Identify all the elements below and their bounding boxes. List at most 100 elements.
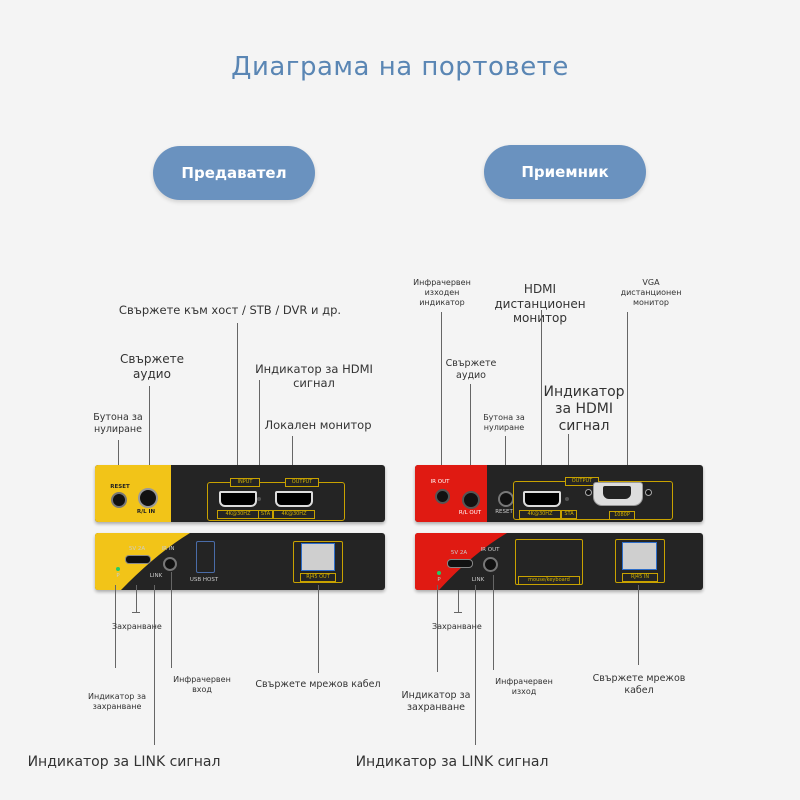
rx-hdmi-remote-label: HDMI дистанционен монитор [494, 282, 586, 326]
tx-rj45-port[interactable] [301, 543, 335, 571]
tx-hdmi-signal-label: Индикатор за HDMI сигнал [255, 362, 373, 391]
tx-hdmi-signal-leader [259, 380, 260, 490]
rx-ir-output-leader [441, 312, 442, 477]
tx-usb-host-text: USB HOST [189, 577, 219, 583]
rx-ir-out-text: IR OUT [430, 479, 450, 485]
rx-hdmi-signal-leader [568, 434, 569, 488]
rx-vga-screw-left [585, 489, 592, 496]
rx-usbc-power-port[interactable] [447, 559, 473, 568]
rx-vga-screw-right [645, 489, 652, 496]
tx-reset-leader [118, 440, 119, 485]
tx-link-indicator-label: Индикатор за LINK сигнал [27, 754, 221, 770]
tx-audio-leader [149, 386, 150, 474]
rx-power-led [437, 571, 441, 575]
tx-reset-button-label: Бутона за нулиране [93, 412, 143, 435]
receiver-front-panel: IR OUT R/L OUT RESET OUTPUT 4K@30HZ STA … [415, 465, 703, 522]
rx-hdmi-output-port[interactable] [523, 491, 561, 507]
tx-power-indicator-leader [115, 585, 116, 668]
tx-power-led [116, 567, 120, 571]
rx-power-label: Захранване [432, 622, 482, 631]
tx-output-text: OUTPUT [285, 478, 319, 487]
tx-yellow-faceplate [95, 465, 171, 522]
tx-rj45-frame [293, 541, 343, 583]
tx-ir-in-text: IR IN [161, 546, 175, 552]
rx-network-leader [638, 585, 639, 665]
rx-ir-output-label: Инфрачервен изходен индикатор [413, 278, 471, 307]
rx-reset-button[interactable] [498, 491, 514, 507]
tx-usb-host-port[interactable] [196, 541, 215, 573]
tx-audio-jack[interactable] [138, 488, 158, 508]
tx-hdmi-input-port[interactable] [219, 491, 257, 507]
rx-sta-text: STA [561, 510, 577, 519]
rx-hdmi-remote-leader [541, 310, 542, 473]
rx-network-label: Свържете мрежов кабел [592, 673, 686, 696]
tx-reset-button[interactable] [111, 492, 127, 508]
tx-rl-in-text: R/L IN [136, 509, 156, 515]
tx-rj45-text: RJ45 OUT [300, 573, 336, 582]
rx-audio-leader [470, 384, 471, 486]
rx-ir-out2-text: IR OUT [480, 547, 500, 553]
tx-power-label: Захранване [112, 622, 162, 631]
rx-ir-out-leader [493, 575, 494, 670]
tx-link-leader [154, 585, 155, 745]
rx-reset-leader [505, 436, 506, 486]
tx-ir-in-leader [171, 572, 172, 668]
tx-network-leader [318, 585, 319, 673]
tx-ir-input-label: Инфрачервен вход [173, 675, 231, 694]
tx-power-spec-text: 5V 2A [128, 546, 146, 552]
rx-rl-out-text: R/L OUT [458, 510, 482, 516]
rx-rj45-frame [615, 539, 665, 583]
tx-power-leader-cap [132, 612, 140, 613]
rx-vga-remote-leader [627, 312, 628, 474]
tx-ir-in-jack[interactable] [163, 557, 177, 571]
rx-rj45-text: RJ45 IN [622, 573, 658, 582]
rx-p-text: P [437, 577, 441, 583]
rx-reset-button-label: Бутона за нулиране [483, 413, 525, 432]
rx-power-indicator-label: Индикатор за захранване [401, 690, 471, 713]
rx-power-indicator-leader [437, 585, 438, 672]
rx-ir-output-bottom-label: Инфрачервен изход [495, 677, 553, 696]
rx-output-text: OUTPUT [565, 477, 599, 486]
receiver-back-panel: 5V 2A IR OUT P LINK mouse/keyboard RJ45 … [415, 533, 703, 590]
transmitter-back-panel: 5V 2A IR IN P LINK USB HOST RJ45 OUT [95, 533, 385, 590]
tx-power-leader [136, 585, 137, 613]
rx-reset-text: RESET [495, 509, 513, 515]
tx-hdmi-output-port[interactable] [275, 491, 313, 507]
page-title: Диаграма на портовете [231, 52, 569, 82]
tx-link-text: LINK [149, 573, 163, 579]
rx-audio-jack[interactable] [462, 491, 480, 509]
rx-power-leader [458, 590, 459, 612]
tx-usbc-power-port[interactable] [125, 555, 151, 564]
rx-link-text: LINK [471, 577, 485, 583]
tx-network-label: Свържете мрежов кабел [255, 679, 381, 690]
rx-sta-led [565, 497, 569, 501]
rx-ir-out-jack[interactable] [435, 489, 450, 504]
tx-hdmi-group [207, 482, 345, 521]
tx-local-monitor-leader [292, 436, 293, 474]
rx-rj45-port[interactable] [622, 542, 657, 570]
receiver-heading: Приемник [484, 145, 646, 199]
tx-power-indicator-label: Индикатор за захранване [87, 692, 146, 711]
rx-link-indicator-label: Индикатор за LINK сигнал [355, 754, 549, 770]
rx-hdmi-signal-label: Индикатор за HDMI сигнал [543, 384, 625, 435]
rx-connect-audio-label: Свържете аудио [445, 358, 497, 381]
tx-local-monitor-label: Локален монитор [264, 418, 372, 432]
tx-sta-text: STA [258, 510, 273, 519]
tx-reset-text: RESET [110, 484, 130, 490]
tx-connect-audio-label: Свържете аудио [119, 352, 185, 381]
tx-input-text: INPUT [230, 478, 260, 487]
tx-host-leader [237, 323, 238, 473]
tx-res-1-text: 4K@30HZ [217, 510, 259, 519]
transmitter-heading: Предавател [153, 146, 315, 200]
rx-mouse-keyboard-text: mouse/keyboard [518, 576, 580, 585]
tx-connect-host-label: Свържете към хост / STB / DVR и др. [118, 303, 342, 317]
transmitter-front-panel: RESET R/L IN INPUT OUTPUT 4K@30HZ STA 4K… [95, 465, 385, 522]
rx-ir-out2-jack[interactable] [483, 557, 498, 572]
rx-power-spec-text: 5V 2A [450, 550, 468, 556]
tx-res-2-text: 4K@30HZ [273, 510, 315, 519]
rx-link-leader [475, 585, 476, 745]
rx-vga-remote-label: VGA дистанционен монитор [620, 278, 682, 307]
rx-power-leader-cap [454, 612, 462, 613]
rx-res-text: 4K@30HZ [519, 510, 561, 519]
tx-p-text: P [116, 573, 120, 579]
